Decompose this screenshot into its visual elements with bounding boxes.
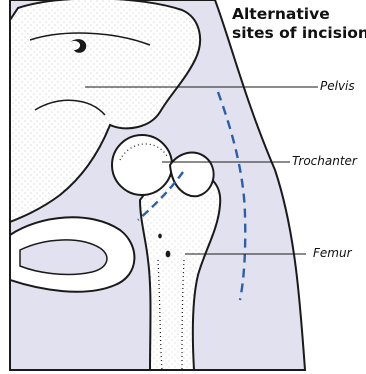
title-line-1: Alternative <box>232 5 366 24</box>
trochanter-label: Trochanter <box>292 154 357 168</box>
figure-title: Alternative sites of incision <box>232 5 366 43</box>
femur-label: Femur <box>313 246 352 260</box>
pelvis-label: Pelvis <box>320 79 355 93</box>
title-line-2: sites of incision <box>232 24 366 43</box>
